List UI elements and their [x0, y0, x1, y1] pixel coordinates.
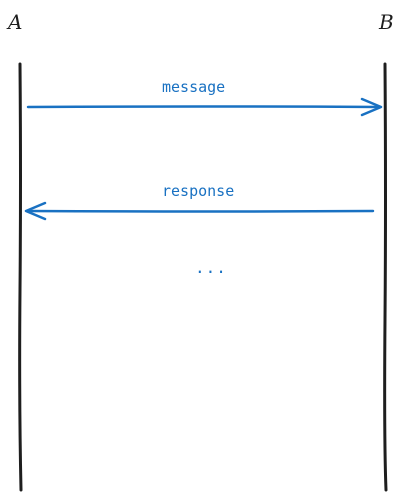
arrowhead-right-icon	[360, 97, 383, 117]
lifeline-a	[18, 62, 23, 492]
arrowhead-left-icon	[24, 201, 47, 221]
message-label: message	[162, 78, 226, 96]
lifeline-b	[383, 62, 388, 492]
message-arrow	[26, 97, 383, 117]
response-arrow	[24, 201, 375, 221]
continuation-ellipsis: ...	[195, 258, 227, 277]
response-label: response	[162, 182, 235, 200]
participant-label-b: B	[379, 10, 394, 34]
participant-label-a: A	[8, 10, 23, 34]
